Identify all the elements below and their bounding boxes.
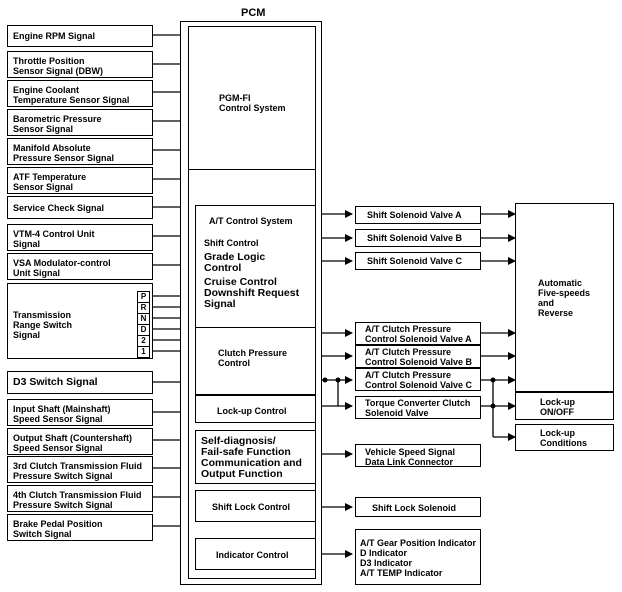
result-lockup-conditions: Lock-up Conditions: [515, 424, 614, 451]
pcm-indicator: Indicator Control: [195, 538, 316, 570]
pcm-clutch-pressure: Clutch Pressure Control: [195, 327, 316, 395]
input-vsa-modulator: VSA Modulator-control Unit Signal: [7, 253, 153, 280]
input-output-shaft: Output Shaft (Countershaft) Speed Sensor…: [7, 428, 153, 455]
input-input-shaft: Input Shaft (Mainshaft) Speed Sensor Sig…: [7, 399, 153, 426]
cruise-control-label: Cruise Control Downshift Request Signal: [204, 276, 300, 310]
pcm-pgmfi: PGM-FI Control System: [188, 26, 316, 170]
input-transmission-range: Transmission Range Switch Signal P R N D…: [7, 283, 153, 359]
result-automatic-five-speeds: Automatic Five-speeds and Reverse: [515, 203, 614, 392]
result-lockup-onoff: Lock-up ON/OFF: [515, 392, 614, 420]
output-clutch-pressure-c: A/T Clutch Pressure Control Solenoid Val…: [355, 368, 481, 391]
input-map-sensor: Manifold Absolute Pressure Sensor Signal: [7, 138, 153, 165]
output-arrows: [316, 210, 353, 558]
junction-dot: [335, 377, 341, 383]
pcm-self-diagnosis: Self-diagnosis/ Fail-safe Function Commu…: [195, 430, 316, 484]
output-shift-solenoid-c: Shift Solenoid Valve C: [355, 252, 481, 270]
input-brake-pedal: Brake Pedal Position Switch Signal: [7, 514, 153, 541]
junction-dot: [322, 377, 328, 383]
input-engine-coolant: Engine Coolant Temperature Sensor Signal: [7, 80, 153, 107]
pcm-shift-lock: Shift Lock Control: [195, 490, 316, 522]
output-shift-lock-solenoid: Shift Lock Solenoid: [355, 497, 481, 517]
pcm-title: PCM: [241, 7, 266, 19]
output-shift-solenoid-a: Shift Solenoid Valve A: [355, 206, 481, 224]
at-control-label: A/T Control System: [209, 216, 293, 226]
output-shift-solenoid-b: Shift Solenoid Valve B: [355, 229, 481, 247]
pcm-lockup-control: Lock-up Control: [195, 395, 316, 423]
output-clutch-pressure-b: A/T Clutch Pressure Control Solenoid Val…: [355, 345, 481, 368]
input-d3-switch: D3 Switch Signal: [7, 371, 153, 394]
output-clutch-pressure-a: A/T Clutch Pressure Control Solenoid Val…: [355, 322, 481, 345]
input-atf-temperature: ATF Temperature Sensor Signal: [7, 167, 153, 194]
junction-dot: [490, 377, 496, 383]
junction-dot: [490, 403, 496, 409]
input-barometric: Barometric Pressure Sensor Signal: [7, 109, 153, 136]
input-engine-rpm: Engine RPM Signal: [7, 25, 153, 47]
input-service-check: Service Check Signal: [7, 196, 153, 219]
output-torque-converter: Torque Converter Clutch Solenoid Valve: [355, 396, 481, 419]
input-vtm4: VTM-4 Control Unit Signal: [7, 224, 153, 251]
gear-p: P: [137, 291, 150, 303]
input-4th-clutch: 4th Clutch Transmission Fluid Pressure S…: [7, 485, 153, 512]
result-arrows: [481, 210, 516, 441]
shift-control-label: Shift Control: [204, 238, 259, 248]
input-3rd-clutch: 3rd Clutch Transmission Fluid Pressure S…: [7, 456, 153, 483]
gear-1: 1: [137, 346, 150, 358]
output-indicators: A/T Gear Position Indicator D Indicator …: [355, 529, 481, 585]
grade-logic-label: Grade Logic Control: [204, 251, 266, 274]
output-vehicle-speed: Vehicle Speed Signal Data Link Connector: [355, 444, 481, 467]
input-throttle-position: Throttle Position Sensor Signal (DBW): [7, 51, 153, 78]
